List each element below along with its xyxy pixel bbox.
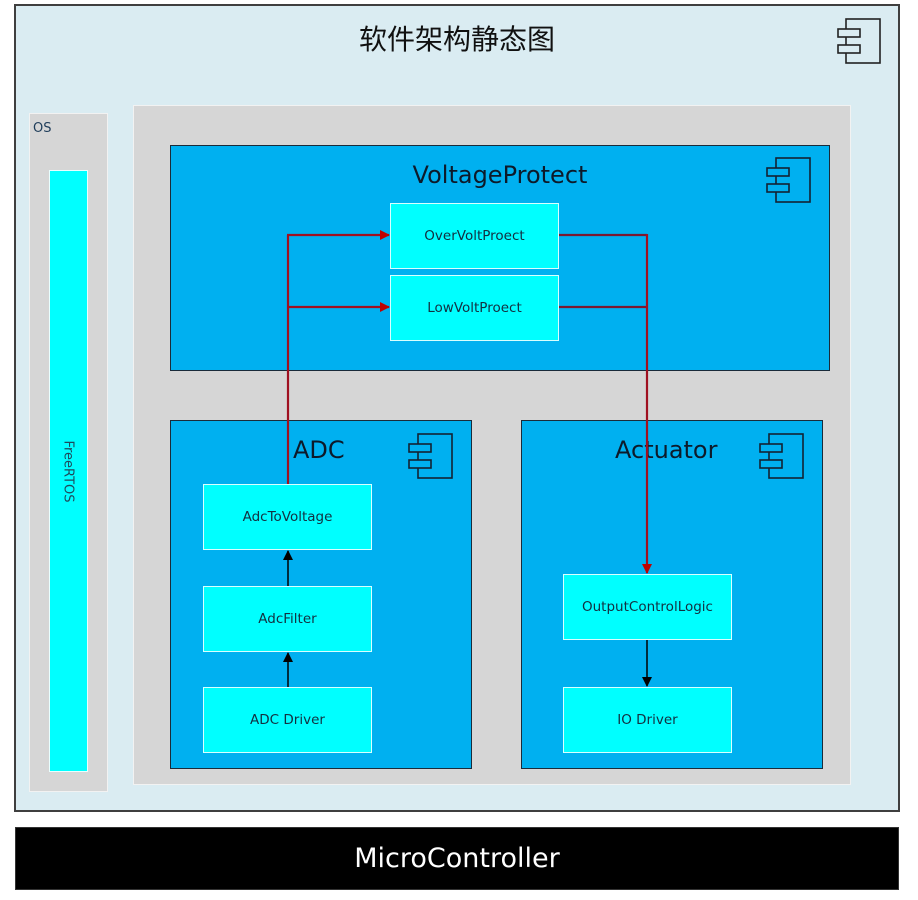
uml-component-icon <box>766 157 811 203</box>
module-label: ADC Driver <box>250 712 325 728</box>
diagram-title: 软件架构静态图 <box>358 23 555 56</box>
module-low-volt-protect[interactable]: LowVoltProect <box>390 275 559 341</box>
uml-component-icon <box>408 433 453 479</box>
module-output-control-logic[interactable]: OutputControlLogic <box>563 574 732 640</box>
module-adc-to-voltage[interactable]: AdcToVoltage <box>203 484 372 550</box>
module-label: OverVoltProect <box>424 228 525 244</box>
freertos-block[interactable] <box>49 170 88 772</box>
module-label: AdcFilter <box>258 611 317 627</box>
uml-component-icon <box>837 18 881 64</box>
freertos-label-wrap: FreeRTOS <box>49 170 88 772</box>
component-title-adc: ADC <box>293 436 345 464</box>
module-adc-driver[interactable]: ADC Driver <box>203 687 372 753</box>
os-label: OS <box>33 121 52 136</box>
module-over-volt-protect[interactable]: OverVoltProect <box>390 203 559 269</box>
module-label: LowVoltProect <box>427 300 522 316</box>
module-label: OutputControlLogic <box>582 599 713 615</box>
module-adc-filter[interactable]: AdcFilter <box>203 586 372 652</box>
microcontroller-label: MicroController <box>354 843 560 874</box>
freertos-label: FreeRTOS <box>61 439 77 503</box>
microcontroller-layer[interactable]: MicroController <box>15 827 899 890</box>
component-title-voltage-protect: VoltageProtect <box>412 161 588 189</box>
module-label: IO Driver <box>617 712 678 728</box>
component-title-actuator: Actuator <box>615 436 718 464</box>
uml-component-icon <box>759 433 804 479</box>
module-label: AdcToVoltage <box>242 509 333 525</box>
module-io-driver[interactable]: IO Driver <box>563 687 732 753</box>
